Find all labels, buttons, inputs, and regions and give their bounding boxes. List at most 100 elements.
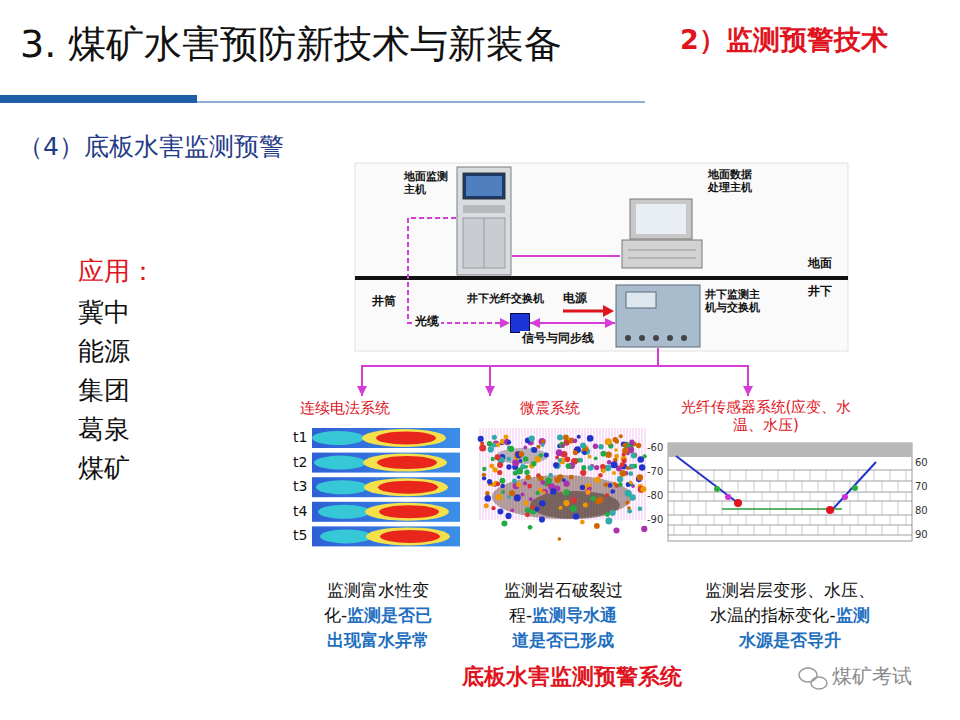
microseismic-image-part (587, 435, 594, 442)
fiber-strata-image-part (746, 515, 747, 525)
fiber-strata-image-part (858, 492, 859, 501)
fiber-strata-image-part (810, 492, 811, 501)
microseismic-image-part (523, 446, 527, 450)
microseismic-image-part (569, 475, 574, 480)
fiber-strata-image-part (770, 481, 771, 492)
microseismic-image-part (539, 516, 545, 522)
microseismic-image (476, 420, 650, 548)
fiber-strata-image-part (722, 501, 723, 515)
resistivity-image-part (378, 481, 438, 494)
microseismic-image-part (622, 458, 627, 463)
microseismic-image-part (534, 507, 539, 512)
microseismic-image-part (534, 456, 541, 463)
fiber-strata-image-part (746, 470, 747, 481)
fiber-strata-image-part (802, 481, 803, 492)
fiber-strata-image-part (842, 515, 843, 525)
microseismic-image-part (559, 506, 563, 510)
fiber-strata-image-part (794, 492, 795, 501)
underground-host: 井下监测主机与交换机 (615, 284, 701, 348)
microseismic-image-part (528, 525, 533, 530)
fiber-strata-image (668, 443, 912, 541)
microseismic-image-part (610, 489, 615, 494)
microseismic-image-part (485, 491, 490, 496)
resistivity-image-part (380, 530, 440, 543)
fiber-sensor-lines-part (826, 506, 834, 514)
node-label: 地面监测主机 (404, 170, 452, 196)
power-arrow-part (603, 305, 614, 317)
fiber-strata-image-part (826, 470, 827, 481)
fiber-strata-image-part (882, 501, 883, 515)
microseismic-image-part (577, 435, 581, 439)
fiber-strata-image-part (898, 501, 899, 515)
fiber-strata-image-part (898, 525, 899, 535)
underground-host-box (616, 285, 700, 347)
microseismic-image-part (519, 451, 525, 457)
fiber-strata-image-part (674, 501, 675, 515)
description: 监测富水性变化-监测是否已出现富水异常 (317, 578, 439, 653)
fiber-strata-image-part (706, 525, 707, 535)
microseismic-image-part (497, 470, 502, 475)
microseismic-image-part (605, 438, 612, 445)
microseismic-image-part (594, 477, 600, 483)
resistivity-image-part (316, 480, 368, 494)
microseismic-image-part (531, 447, 537, 453)
monitor-cabinet-part (466, 176, 502, 196)
resistivity-image-part (314, 456, 366, 470)
subsection-heading: （4）底板水害监测预警 (18, 132, 284, 162)
fiber-strata-image-part (738, 525, 739, 535)
monitor-cabinet (457, 167, 511, 275)
fiber-strata-image-part (762, 492, 763, 501)
microseismic-image-part (621, 441, 627, 447)
microseismic-image-part (636, 428, 637, 520)
microseismic-image-part (605, 493, 609, 497)
fiber-strata-image-part (874, 492, 875, 501)
fiber-strata-image-part (834, 481, 835, 492)
microseismic-image-part (535, 491, 539, 495)
microseismic-image-part (542, 489, 548, 495)
title-rule-part (0, 95, 197, 103)
fiber-sensor-system: 监测岩层变形、水压、水温的指标变化-监测水源是否导升光纤传感器系统(应变、水温、… (668, 396, 914, 657)
microseismic-image-part (597, 497, 603, 503)
node-label: 井下监测主机与交换机 (705, 288, 763, 314)
fiber-strata-image-part (682, 515, 683, 525)
node-label: 地面数据处理主机 (708, 168, 756, 194)
resistivity-image-part (376, 432, 436, 445)
resistivity-image-part (379, 505, 439, 518)
connector (530, 322, 615, 324)
microseismic-image-part (544, 452, 549, 457)
microseismic-image-part (623, 443, 628, 448)
microseismic-image-part (561, 444, 565, 448)
microseismic-image-part (598, 444, 604, 450)
fiber-strata-image-part (738, 481, 739, 492)
microseismic-image-part (580, 470, 586, 476)
microseismic-image-part (481, 442, 485, 446)
fiber-strata-image-part (858, 470, 859, 481)
microseismic-image-part (642, 428, 643, 520)
microseismic-image-part (643, 454, 647, 458)
computer-part (628, 250, 696, 251)
fiber-strata-image-part (826, 515, 827, 525)
microseismic-image-part (539, 453, 543, 457)
fiber-strata-image-part (690, 501, 691, 515)
resistivity-image-part (312, 428, 460, 448)
microseismic-image-part (545, 478, 552, 485)
resistivity-image-part (366, 527, 450, 545)
microseismic-image-part (639, 464, 645, 470)
microseismic-image-part (541, 439, 545, 443)
monitor-cabinet-part (463, 205, 505, 213)
microseismic-image-part (629, 481, 633, 485)
microseismic-image-part (557, 434, 563, 440)
microseismic-image-part (478, 436, 484, 442)
microseismic-image-part (542, 491, 546, 495)
computer-part (628, 258, 696, 259)
resistivity-image-part (365, 503, 449, 521)
microseismic-image-part (512, 459, 519, 466)
microseismic-image-part (482, 467, 486, 471)
underground-host-box-part (667, 335, 673, 341)
microseismic-image-part (622, 453, 626, 457)
microseismic-image-part (530, 505, 535, 510)
microseismic-image-part (479, 445, 486, 452)
resistivity-image-part (362, 429, 446, 447)
fiber-sensor-lines-part (725, 494, 731, 500)
wechat-icon-part (799, 668, 817, 682)
